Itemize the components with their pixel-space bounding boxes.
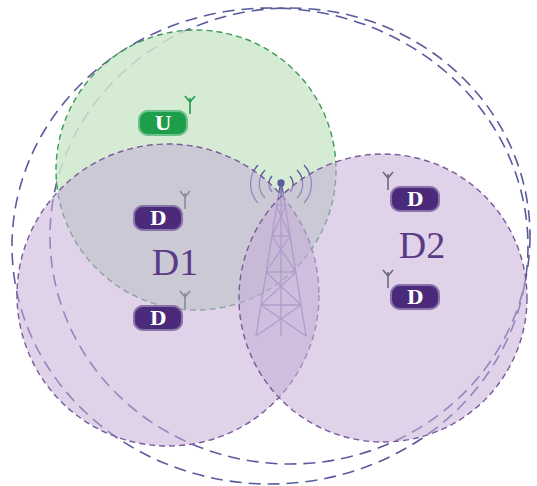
antenna-symbol — [182, 94, 198, 116]
device-icon: D — [390, 284, 440, 310]
device-letter: D — [407, 190, 423, 209]
antenna-symbol — [380, 170, 396, 192]
device-icon: D — [133, 205, 183, 231]
device-letter: D — [150, 309, 166, 328]
device-icon: D — [133, 305, 183, 331]
device-icon: U — [138, 110, 188, 136]
coverage-circle: D2DD — [238, 153, 528, 443]
antenna-symbol — [177, 189, 193, 211]
circle-outline — [238, 153, 528, 443]
device-letter: D — [150, 209, 166, 228]
device-letter: U — [155, 114, 172, 133]
device-icon: D — [390, 186, 440, 212]
device-letter: D — [407, 288, 423, 307]
macro-cell-boundary — [12, 8, 528, 484]
circle-shape — [239, 154, 527, 442]
antenna-symbol — [177, 289, 193, 311]
group-label: D1 — [152, 243, 198, 281]
antenna-symbol — [380, 268, 396, 290]
group-label: D2 — [399, 226, 445, 264]
